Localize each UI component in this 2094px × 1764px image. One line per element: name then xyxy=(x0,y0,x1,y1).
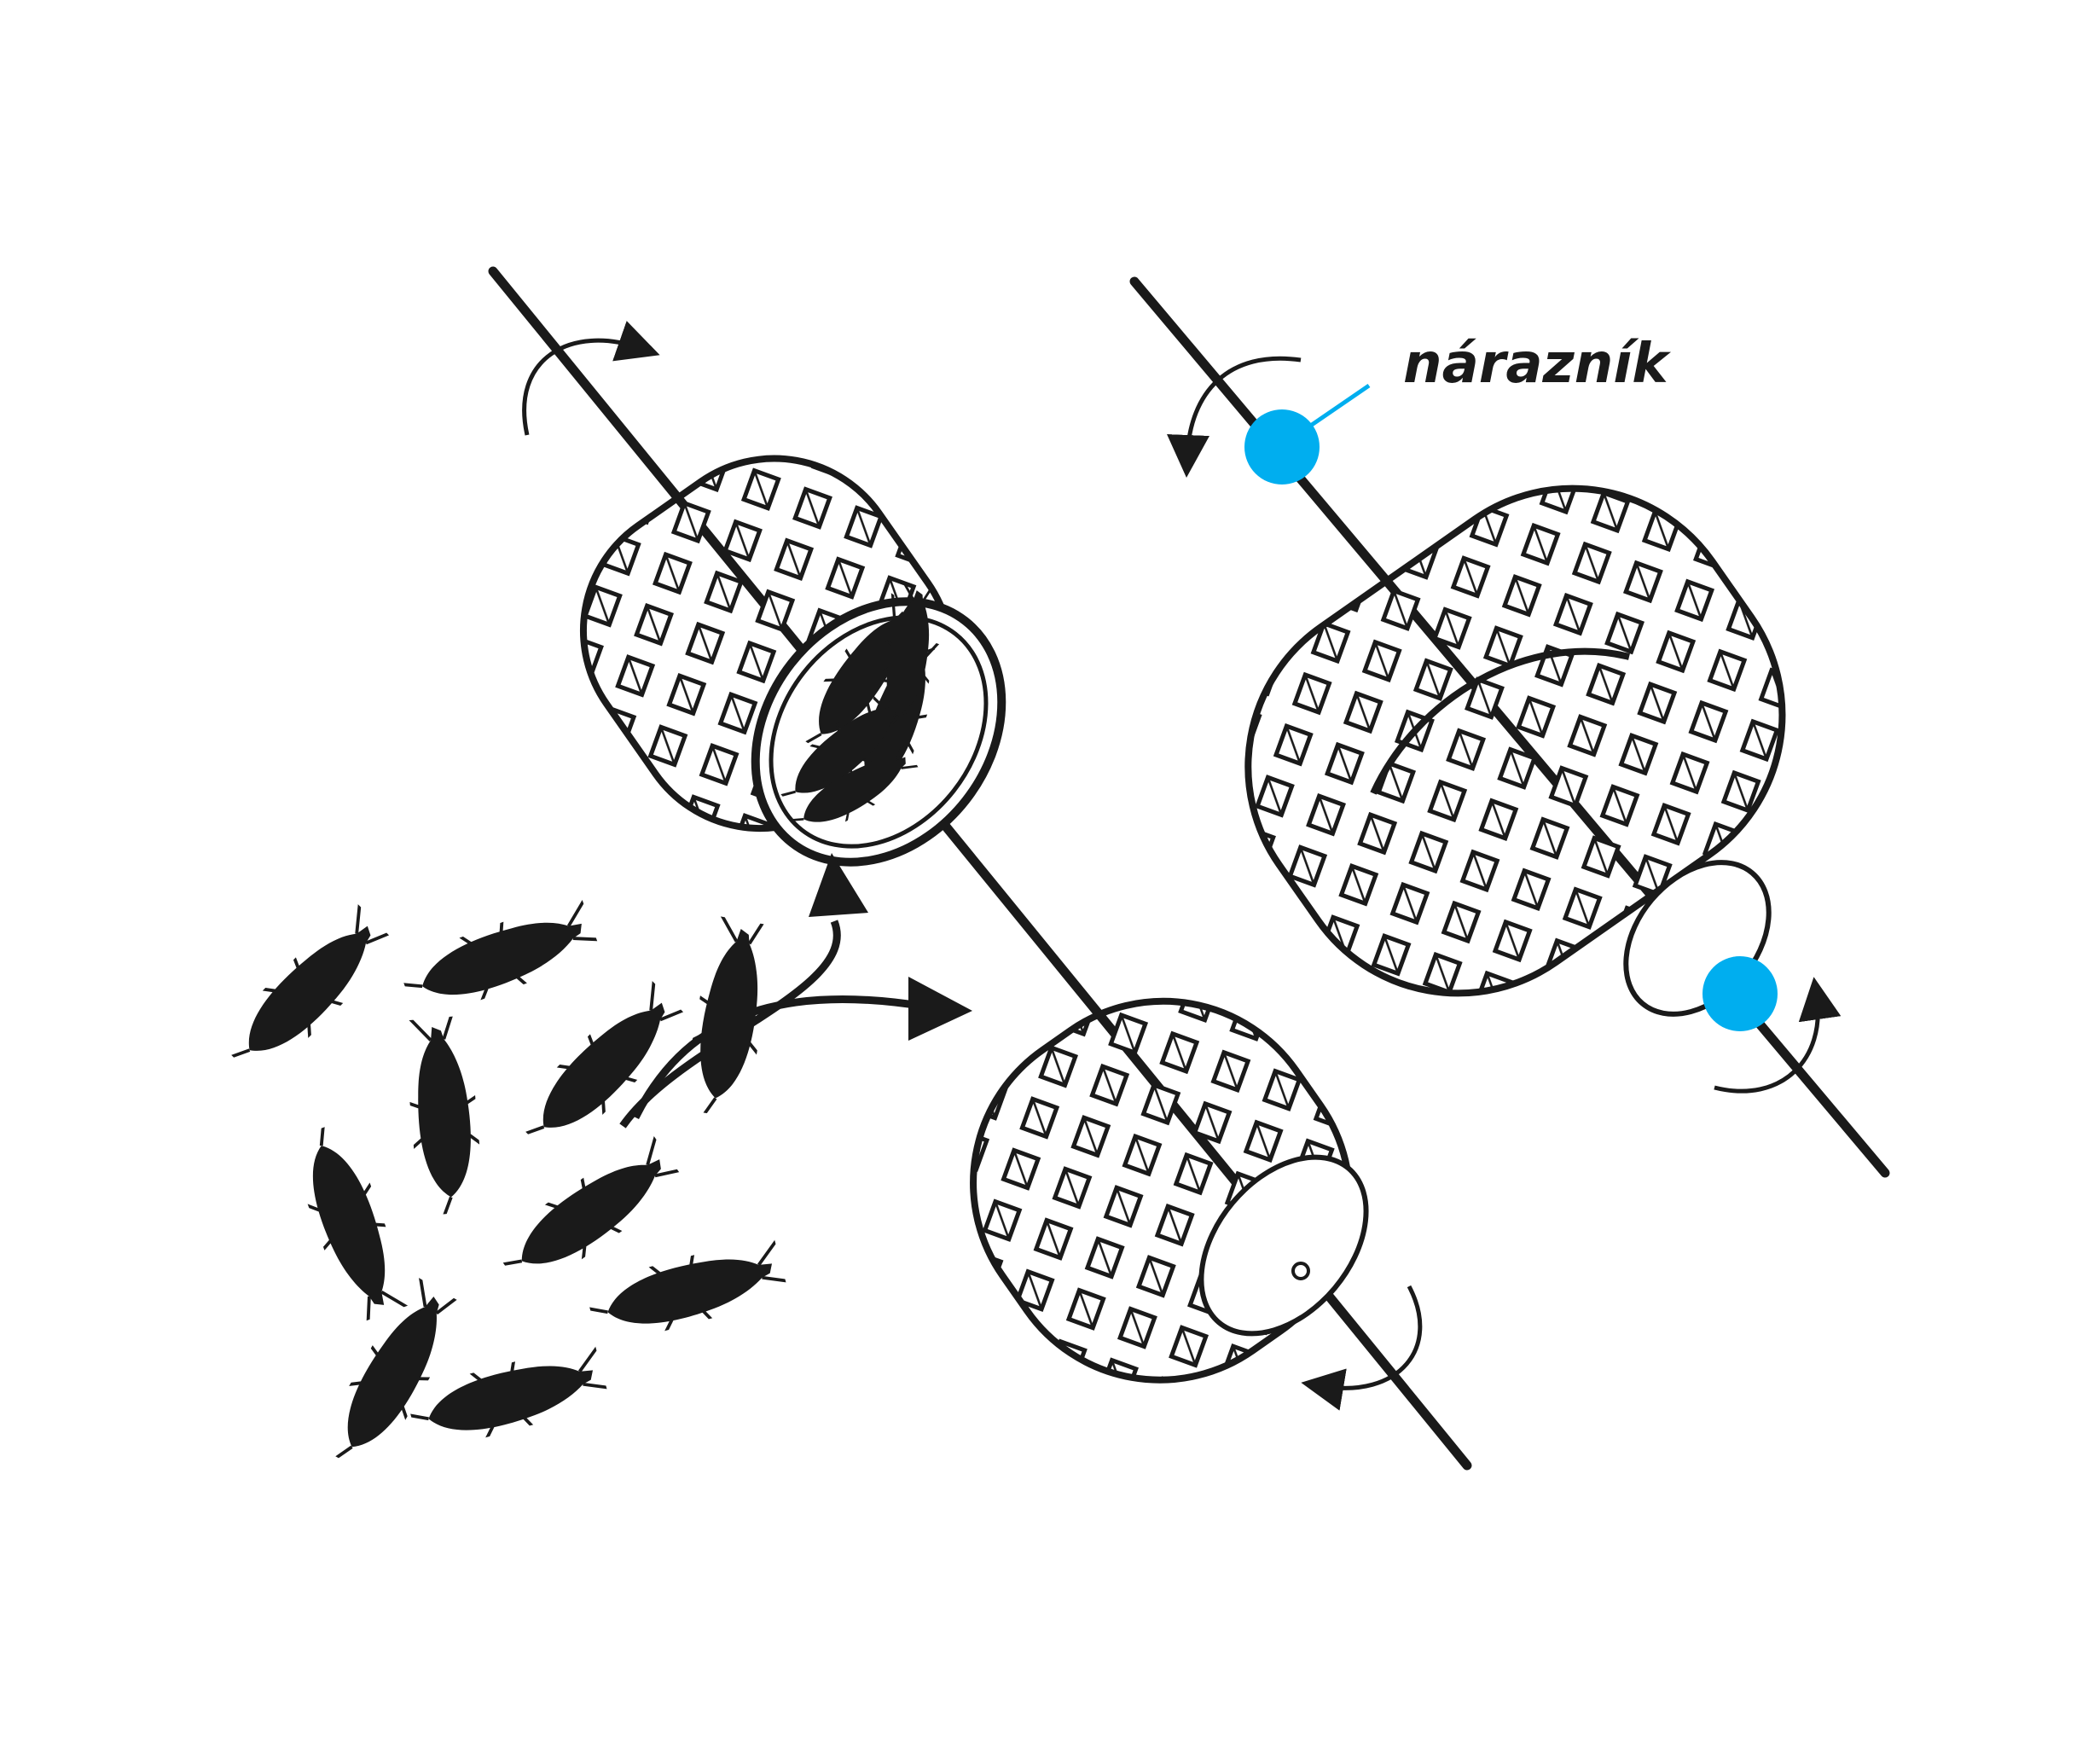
assembled-feeder-with-bumpers xyxy=(1244,409,1786,1031)
bumper-top xyxy=(1244,409,1320,485)
larva xyxy=(404,1340,612,1455)
rotation-arrow-icon xyxy=(1167,356,1302,478)
larva xyxy=(508,976,694,1162)
bumper-bottom xyxy=(1702,956,1778,1031)
rotation-arrow-icon xyxy=(522,321,660,436)
rotation-arrow-icon xyxy=(1714,977,1842,1094)
bumper-label: nárazník xyxy=(1403,333,1671,396)
closed-feeder-end-cap xyxy=(1198,1154,1369,1337)
rotation-arrow-icon xyxy=(1301,1285,1423,1411)
bumper-leader-line xyxy=(1308,383,1371,429)
larva xyxy=(214,899,400,1085)
larvae-group xyxy=(214,893,791,1478)
closed-cage-feeder xyxy=(970,997,1369,1384)
larva xyxy=(583,1233,791,1349)
flow-arrowhead-icon xyxy=(809,853,868,917)
larva xyxy=(403,1015,485,1216)
larva xyxy=(285,1118,415,1326)
open-cage-feeder xyxy=(579,455,1006,867)
rod-hole xyxy=(1291,1262,1310,1280)
larva xyxy=(680,915,780,1121)
flow-arrowhead-icon xyxy=(908,977,972,1041)
flow-arrow-to-closed-feeder xyxy=(631,995,926,1120)
feeder-joint-seam xyxy=(1370,647,1630,795)
larva xyxy=(395,893,603,1023)
